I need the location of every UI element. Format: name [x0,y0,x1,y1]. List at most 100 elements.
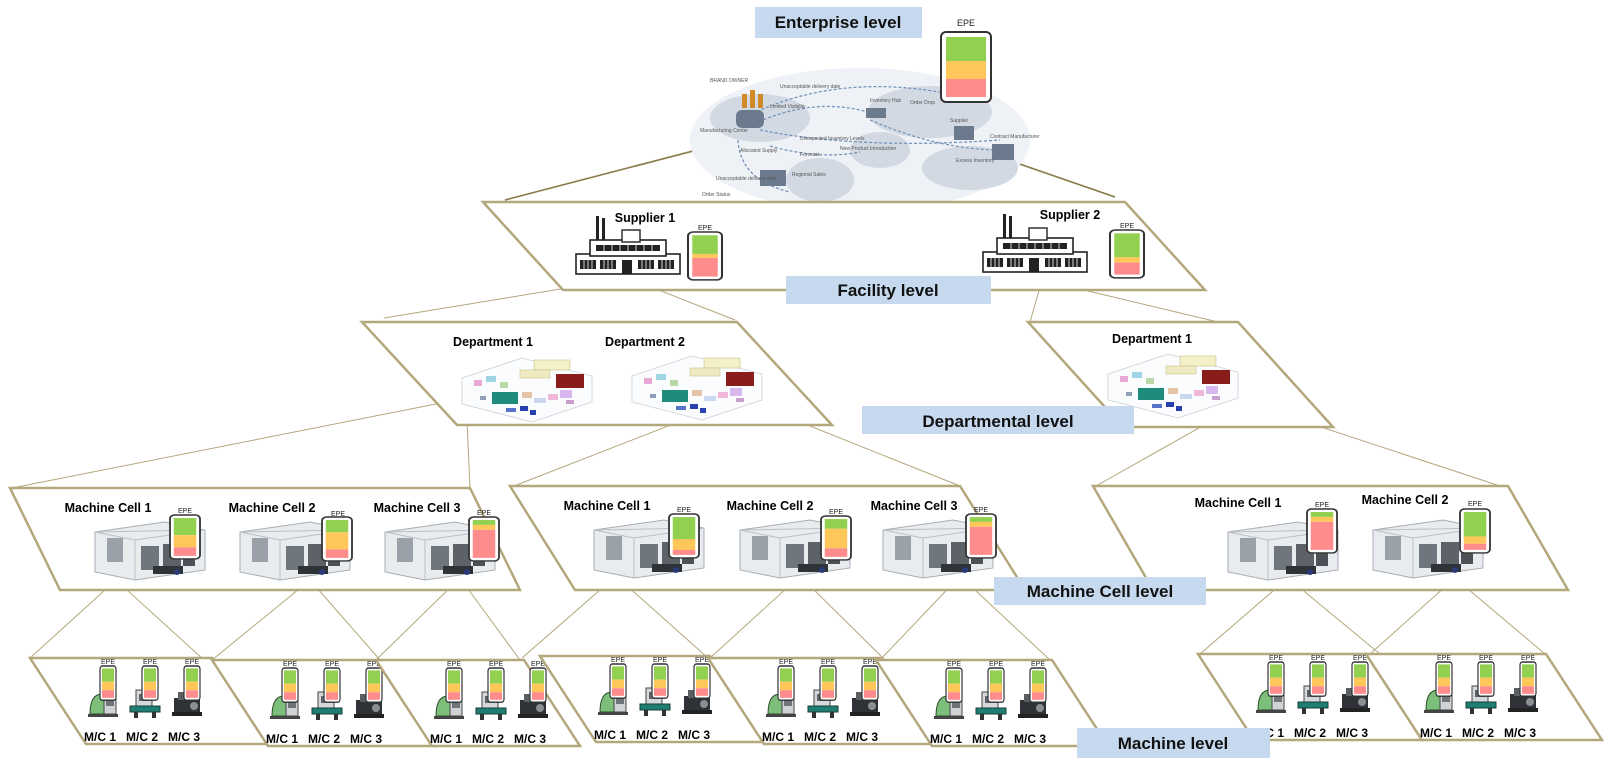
machine-label: M/C 2 [972,732,1004,746]
departmental-level-label: Departmental level [922,412,1073,431]
machine-epe-gauge [861,665,879,701]
machine-cell-epe-gauge [1459,508,1491,554]
machine-cell-epe-gauge [468,516,500,562]
machine-epe-gauge [945,667,963,703]
svg-text:Contract Manufacturer: Contract Manufacturer [990,134,1040,140]
machine-label: M/C 3 [1014,732,1046,746]
epe-label: EPE [178,508,192,515]
machine-cell-title: Machine Cell 2 [727,499,814,513]
epe-label: EPE [1315,502,1329,509]
machine-epe-gauge [777,665,795,701]
departmental-level: Department 1 Department 2 Department 1 D… [359,320,1336,434]
machine-epe-gauge [445,667,463,703]
machine-epe-gauge [693,663,711,699]
supplier-1-title: Supplier 1 [615,211,675,225]
enterprise-level: Enterprise level [690,7,1040,212]
machine-epe-gauge [651,663,669,699]
machine-label: M/C 1 [430,732,462,746]
machine-label: M/C 3 [846,730,878,744]
epe-label: EPE [185,659,199,666]
enterprise-level-label: Enterprise level [775,13,902,32]
epe-label: EPE [1437,655,1451,662]
epe-label: EPE [957,18,975,28]
machine-epe-gauge [1519,661,1537,697]
machine-cell-level-label: Machine Cell level [1027,582,1173,601]
machine-cell-level-box [994,577,1206,605]
supplier-2-title: Supplier 2 [1040,208,1100,222]
machine-label: M/C 1 [594,728,626,742]
machine-cell-title: Machine Cell 1 [1195,496,1282,510]
machine-label: M/C 2 [126,730,158,744]
machine-label: M/C 1 [84,730,116,744]
machine-epe-gauge [323,667,341,703]
svg-text:Manufacturing Center: Manufacturing Center [700,128,748,134]
machine-plane [373,658,583,748]
epe-label: EPE [829,509,843,516]
machine-epe-gauge [365,667,383,703]
machine-epe-gauge [183,665,201,701]
epe-label: EPE [477,510,491,517]
machine-cell-epe-gauge [321,516,353,562]
machine-epe-gauge [529,667,547,703]
machine-label: M/C 3 [168,730,200,744]
machine-epe-gauge [281,667,299,703]
machine-cell-epe-gauge [668,513,700,559]
machine-label: M/C 2 [1294,726,1326,740]
machine-label: M/C 3 [1336,726,1368,740]
machine-label: M/C 2 [472,732,504,746]
epe-label: EPE [283,661,297,668]
epe-label: EPE [974,507,988,514]
epe-label: EPE [695,657,709,664]
machine-epe-gauge [487,667,505,703]
facility-level-box [786,276,991,304]
epe-label: EPE [989,661,1003,668]
supplier-2: Supplier 2 EPE [982,208,1146,279]
svg-text:Supplier: Supplier [950,118,969,124]
epe-label: EPE [489,661,503,668]
machine-cell-epe-gauge [820,515,852,561]
svg-text:Excess Inventory: Excess Inventory [956,158,995,164]
machine-epe-gauge [1435,661,1453,697]
machine-cell-title: Machine Cell 3 [871,499,958,513]
svg-text:Limited Visibility: Limited Visibility [770,104,806,110]
epe-label: EPE [1479,655,1493,662]
machine-epe-gauge [1309,661,1327,697]
machine-label: M/C 3 [678,728,710,742]
machine-level-box [1077,728,1270,758]
machine-cell-epe-gauge [965,513,997,559]
machine-cell-level: Machine Cell 1 EPE Machine Cell 2 EPE Ma… [7,484,1571,605]
epe-label: EPE [698,225,712,232]
machine-label: M/C 2 [308,732,340,746]
svg-text:Forecast: Forecast [800,152,820,158]
machine-epe-gauge [1477,661,1495,697]
machine-epe-gauge [1351,661,1369,697]
svg-text:Allocated Supply: Allocated Supply [740,148,778,154]
epe-label: EPE [1031,661,1045,668]
machine-cell-title: Machine Cell 2 [229,501,316,515]
epe-label: EPE [947,661,961,668]
machine-label: M/C 1 [266,732,298,746]
svg-text:Inventory Hub: Inventory Hub [870,98,901,104]
machine-epe-gauge [141,665,159,701]
svg-text:Order Status: Order Status [702,192,731,198]
svg-text:Unacceptable delivery date: Unacceptable delivery date [780,84,841,90]
epe-label: EPE [1521,655,1535,662]
machine-label: M/C 3 [350,732,382,746]
epe-label: EPE [1311,655,1325,662]
epe-label: EPE [677,507,691,514]
machine-epe-gauge [819,665,837,701]
machine-cell-epe-gauge [169,514,201,560]
epe-label: EPE [531,661,545,668]
epe-label: EPE [325,661,339,668]
enterprise-epe-gauge: EPE [940,18,992,103]
departmental-level-box [862,406,1134,434]
machine-label: M/C 3 [514,732,546,746]
machine-epe-gauge [1029,667,1047,703]
supplier-2-epe-gauge [1108,229,1146,279]
machine-label: M/C 2 [636,728,668,742]
